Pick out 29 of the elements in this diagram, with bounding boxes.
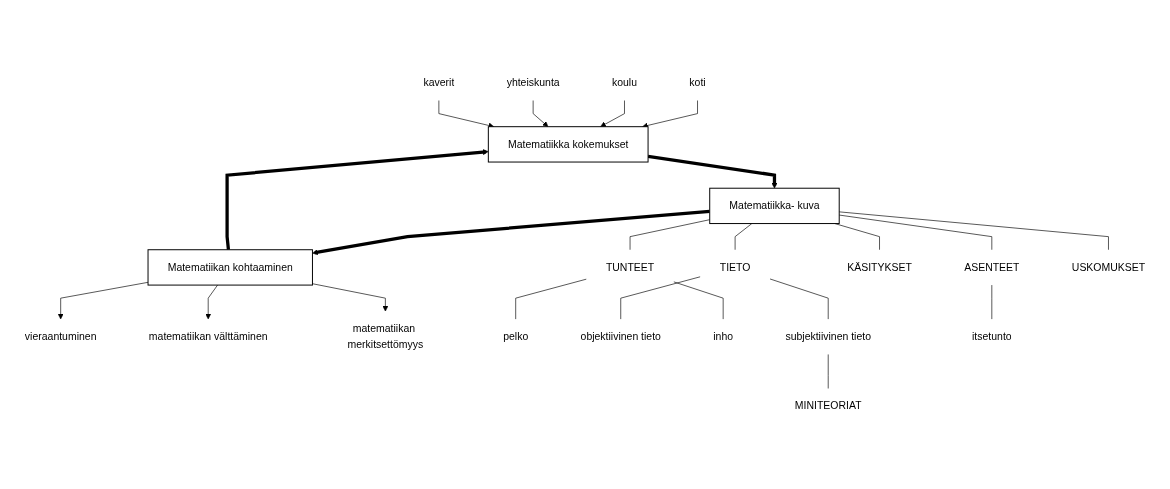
node-text: objektiivinen tieto [580, 330, 661, 343]
node-text: KÄSITYKSET [847, 261, 912, 273]
node-text: TIETO [719, 261, 751, 273]
connector [838, 214, 993, 251]
node-text: subjektiivinen tieto [785, 330, 871, 343]
arrow [647, 154, 778, 189]
node-text: yhteiskunta [506, 76, 560, 89]
arrow [312, 209, 710, 256]
connector [838, 211, 1109, 251]
node-text: kaverit [423, 76, 455, 89]
node-text: matematiikan välttäminen [148, 330, 268, 343]
node-text: ASENTEET [964, 261, 1020, 273]
node-box: Matematiikka kokemukset [487, 126, 649, 163]
arrow [225, 149, 489, 250]
node-text: koti [689, 76, 706, 89]
connector [734, 223, 753, 251]
node-box: Matematiikan kohtaaminen [147, 249, 313, 286]
node-text: koulu [611, 76, 638, 89]
node-text: matematiikan merkitsettömyys [347, 323, 424, 350]
connector [629, 219, 711, 251]
node-text: pelko [503, 330, 529, 343]
node-text: USKOMUKSET [1071, 261, 1146, 273]
node-text: vieraantuminen [24, 330, 97, 343]
node-text: inho [713, 330, 734, 343]
node-text: MINITEORIAT [794, 400, 862, 412]
node-box: Matematiikka- kuva [709, 187, 840, 225]
connector [620, 276, 701, 320]
node-text: itsetunto [972, 330, 1012, 343]
node-text: TUNTEET [605, 261, 655, 273]
